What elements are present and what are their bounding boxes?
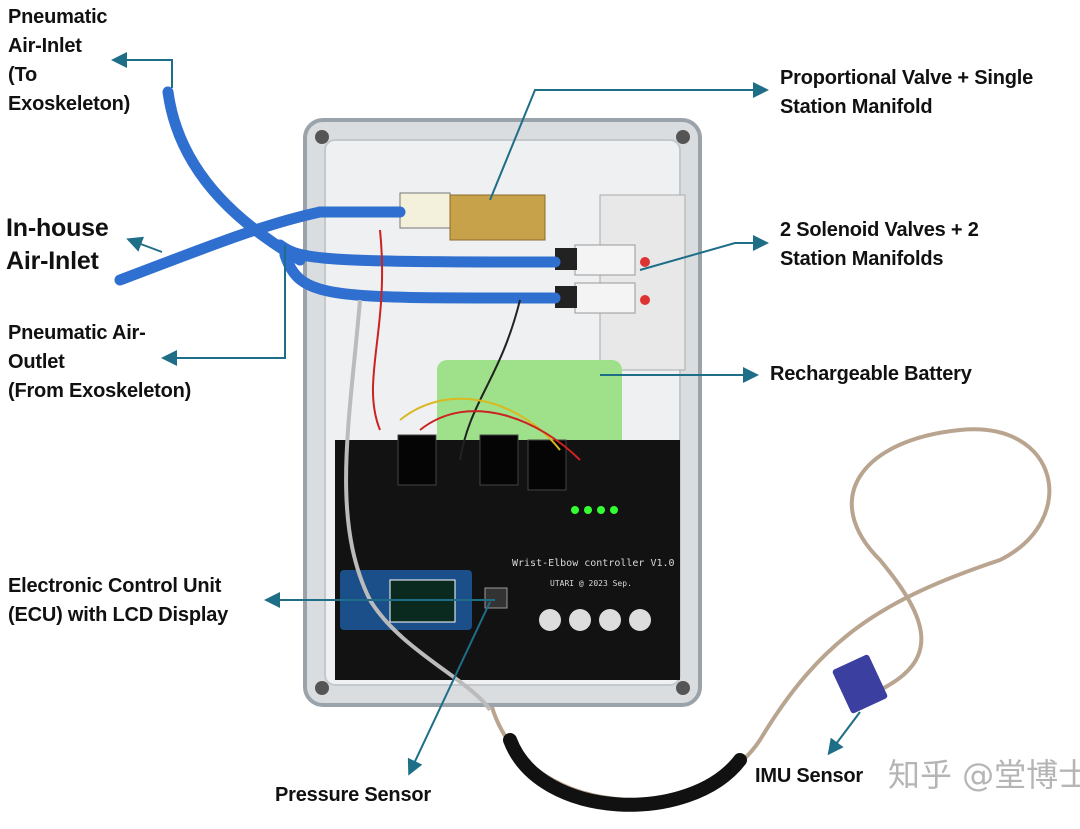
pcb-title: Wrist-Elbow controller V1.0 <box>512 558 675 569</box>
label-pneumatic-air-outlet: Pneumatic Air- Outlet (From Exoskeleton) <box>8 322 192 402</box>
label-rechargeable-battery: Rechargeable Battery <box>770 363 972 385</box>
arrow-pneumatic-inlet <box>111 52 173 88</box>
label-imu-sensor: IMU Sensor <box>755 765 864 787</box>
proportional-valve <box>399 192 451 229</box>
pcb-subtitle: UTARI @ 2023 Sep. <box>550 579 632 588</box>
label-pressure-sensor: Pressure Sensor <box>275 784 431 806</box>
air-tubes <box>114 86 561 304</box>
status-leds <box>571 506 618 514</box>
rechargeable-battery <box>437 360 622 450</box>
label-proportional-valve: Proportional Valve + Single Station Mani… <box>780 67 1034 118</box>
arrow-pneumatic-outlet <box>161 245 286 366</box>
imu-cable-sleeve <box>503 733 747 812</box>
arrow-inhouse-inlet <box>126 236 163 253</box>
pcb-buttons <box>539 609 651 631</box>
label-solenoid-valves: 2 Solenoid Valves + 2 Station Manifolds <box>780 219 979 270</box>
annotation-arrows <box>111 52 861 776</box>
imu-sensor-board <box>832 654 888 714</box>
arrow-solenoid-valves <box>639 235 769 271</box>
wires <box>371 229 581 461</box>
arrow-pressure-sensor <box>407 601 491 776</box>
label-ecu: Electronic Control Unit (ECU) with LCD D… <box>8 575 229 626</box>
arrow-imu <box>827 711 861 756</box>
label-pneumatic-air-inlet: Pneumatic Air-Inlet (To Exoskeleton) <box>8 6 131 115</box>
arrow-proportional-valve <box>489 82 769 201</box>
watermark: 知乎 @堂博士 <box>888 756 1080 794</box>
label-inhouse-air-inlet: In-house Air-Inlet <box>6 214 109 275</box>
